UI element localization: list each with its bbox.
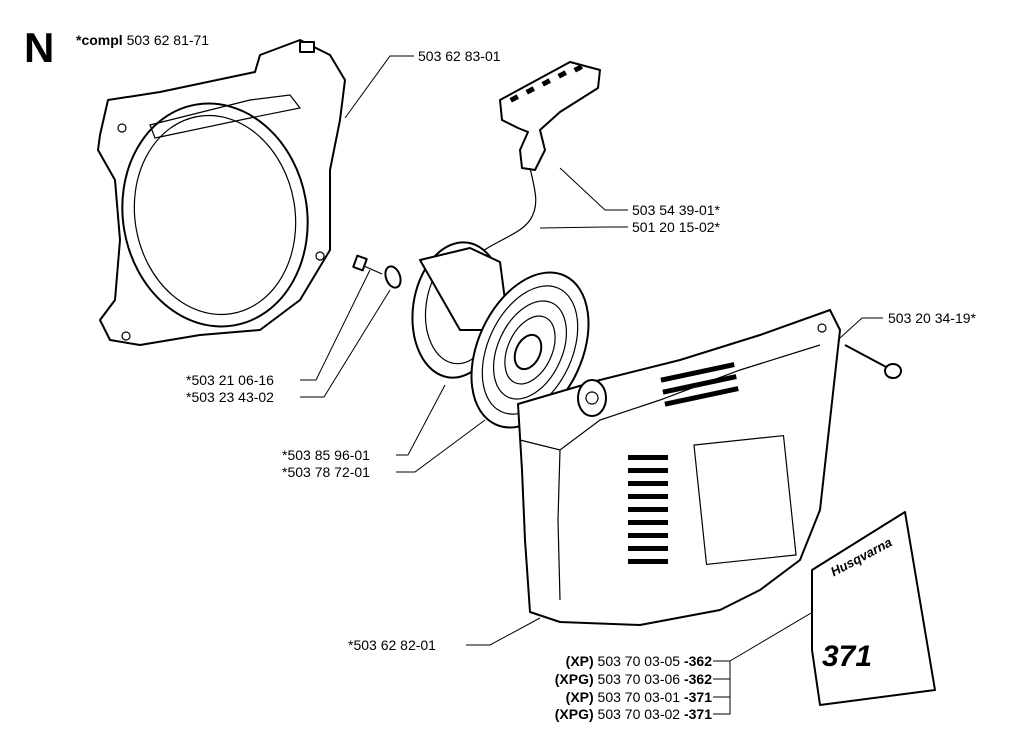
small-screw-label: *503 21 06-16 — [186, 372, 274, 388]
starter-cover-part — [517, 309, 841, 626]
fan-housing-part — [97, 39, 346, 346]
decal-model: (XP) — [565, 689, 594, 705]
decal-row: (XPG) 503 70 03-02 -371 — [522, 706, 712, 722]
decal-model-text: 371 — [822, 640, 873, 673]
cover-vent-slots — [628, 362, 739, 564]
cover-label: *503 62 82-01 — [348, 637, 436, 653]
washer-part — [384, 265, 402, 289]
decal-part-number: 503 70 03-06 — [597, 671, 681, 687]
section-letter: N — [24, 24, 55, 71]
rope-label: 501 20 15-02* — [632, 219, 720, 235]
decal-part-number: 503 70 03-01 — [597, 689, 681, 705]
decal-size: -371 — [683, 689, 712, 705]
decal-row: (XP) 503 70 03-05 -362 — [522, 653, 712, 669]
decal-size: -362 — [683, 653, 712, 669]
decal-model: (XP) — [565, 653, 594, 669]
decal-model: (XPG) — [554, 706, 594, 722]
cover-screw-label: 503 20 34-19* — [888, 310, 976, 326]
complete-set-label: *compl 503 62 81-71 — [76, 32, 209, 48]
decal-model: (XPG) — [554, 671, 594, 687]
decal-size: -371 — [683, 706, 712, 722]
decal-row: (XPG) 503 70 03-06 -362 — [522, 671, 712, 687]
decal-row: (XP) 503 70 03-01 -371 — [522, 689, 712, 705]
decal-part — [811, 511, 936, 706]
decal-part-number: 503 70 03-05 — [597, 653, 681, 669]
cover-screw-part — [844, 344, 902, 379]
fan-housing-label: 503 62 83-01 — [418, 48, 501, 64]
washer-label: *503 23 43-02 — [186, 389, 274, 405]
small-screw-part — [352, 254, 383, 275]
starter-handle-part — [499, 61, 601, 171]
spring-label: *503 78 72-01 — [282, 464, 370, 480]
complete-set-prefix: *compl — [76, 32, 123, 48]
decal-part-number: 503 70 03-02 — [597, 706, 681, 722]
handle-label: 503 54 39-01* — [632, 202, 720, 218]
recoil-spring-part — [470, 271, 590, 429]
starter-rope-part — [469, 167, 537, 261]
leader-lines — [300, 55, 883, 715]
decal-size: -362 — [683, 671, 712, 687]
pulley-label: *503 85 96-01 — [282, 447, 370, 463]
complete-set-part-number: 503 62 81-71 — [126, 32, 210, 48]
